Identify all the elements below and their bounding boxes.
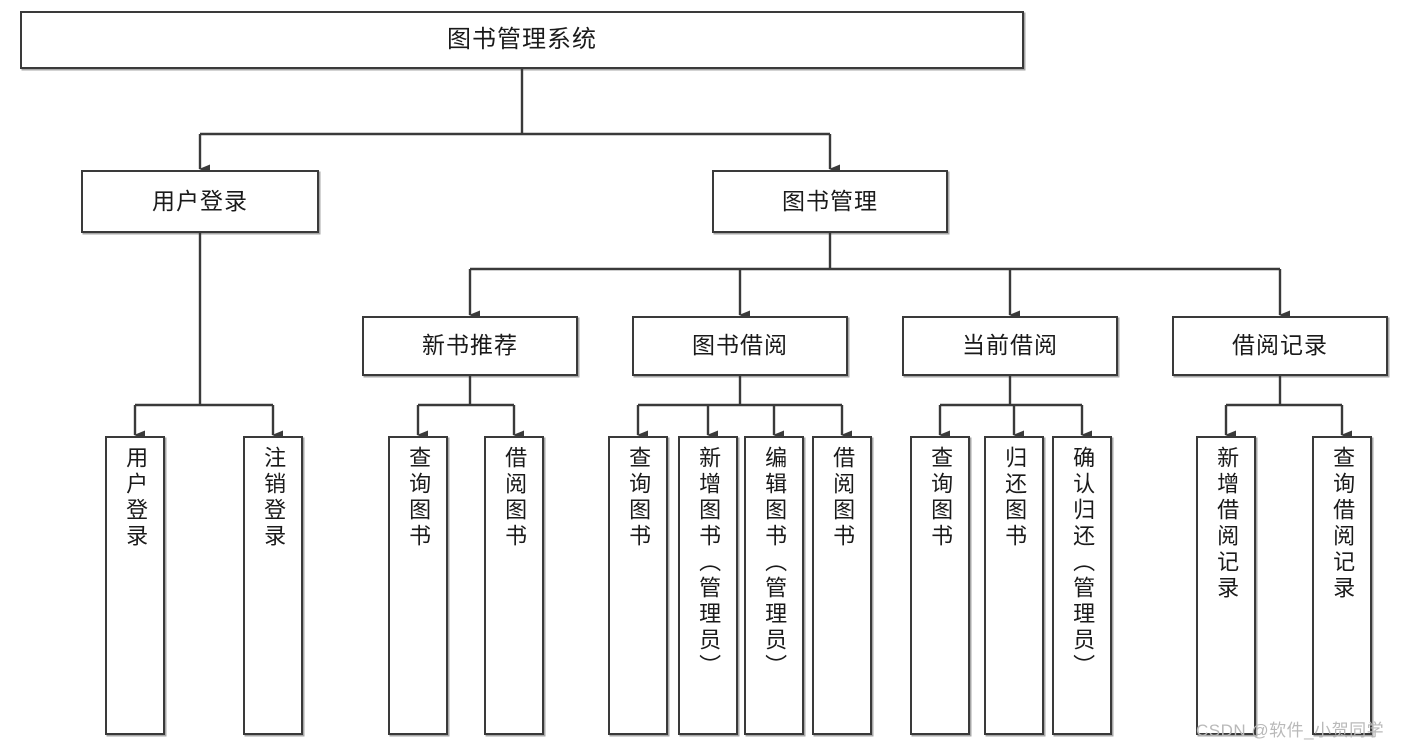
node-leaf-logout[interactable]: 注销登录 xyxy=(243,436,303,735)
node-leaf-return-book[interactable]: 归还图书 xyxy=(984,436,1044,735)
node-book-management[interactable]: 图书管理 xyxy=(712,170,948,233)
node-label: 确认归还（管理员） xyxy=(1070,446,1096,680)
node-borrowing-record[interactable]: 借阅记录 xyxy=(1172,316,1388,376)
node-leaf-confirm-return[interactable]: 确认归还（管理员） xyxy=(1052,436,1112,735)
node-root[interactable]: 图书管理系统 xyxy=(20,11,1024,69)
node-label: 编辑图书（管理员） xyxy=(762,446,788,680)
node-leaf-add-record[interactable]: 新增借阅记录 xyxy=(1196,436,1256,735)
node-label: 查询图书 xyxy=(406,446,432,550)
node-label: 查询图书 xyxy=(626,446,652,550)
node-label: 当前借阅 xyxy=(962,332,1058,359)
node-new-book-recommendation[interactable]: 新书推荐 xyxy=(362,316,578,376)
node-label: 新增借阅记录 xyxy=(1214,446,1240,602)
edge-paths xyxy=(133,69,1352,440)
node-label: 归还图书 xyxy=(1002,446,1028,550)
node-book-borrowing[interactable]: 图书借阅 xyxy=(632,316,848,376)
node-label: 图书管理 xyxy=(782,187,878,214)
node-label: 查询图书 xyxy=(928,446,954,550)
node-label: 借阅记录 xyxy=(1232,332,1328,359)
node-leaf-borrow-book-1[interactable]: 借阅图书 xyxy=(484,436,544,735)
node-leaf-query-book-1[interactable]: 查询图书 xyxy=(388,436,448,735)
node-current-borrowing[interactable]: 当前借阅 xyxy=(902,316,1118,376)
csdn-watermark: CSDN @软件_小贺同学 xyxy=(1196,721,1385,740)
node-leaf-edit-book[interactable]: 编辑图书（管理员） xyxy=(744,436,804,735)
node-label: 查询借阅记录 xyxy=(1330,446,1356,602)
node-leaf-query-book-3[interactable]: 查询图书 xyxy=(910,436,970,735)
node-leaf-query-record[interactable]: 查询借阅记录 xyxy=(1312,436,1372,735)
node-leaf-query-book-2[interactable]: 查询图书 xyxy=(608,436,668,735)
node-leaf-add-book[interactable]: 新增图书（管理员） xyxy=(678,436,738,735)
node-user-login[interactable]: 用户登录 xyxy=(81,170,319,233)
node-label: 注销登录 xyxy=(261,446,287,550)
node-label: 用户登录 xyxy=(152,187,248,214)
node-label: 新书推荐 xyxy=(422,332,518,359)
node-label: 用户登录 xyxy=(123,446,149,550)
node-label: 图书借阅 xyxy=(692,332,788,359)
node-leaf-borrow-book-2[interactable]: 借阅图书 xyxy=(812,436,872,735)
node-label: 图书管理系统 xyxy=(447,25,597,53)
node-label: 新增图书（管理员） xyxy=(696,446,722,680)
node-leaf-user-login[interactable]: 用户登录 xyxy=(105,436,165,735)
node-label: 借阅图书 xyxy=(830,446,856,550)
node-label: 借阅图书 xyxy=(502,446,528,550)
